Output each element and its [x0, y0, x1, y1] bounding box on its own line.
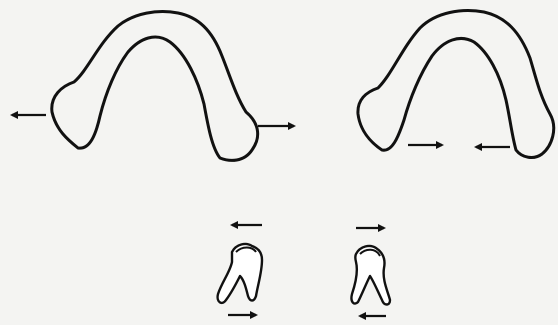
left-arch [12, 12, 294, 161]
right-arch [358, 11, 554, 158]
right-arch-outline [358, 11, 554, 158]
left-tooth-outline [218, 244, 262, 303]
right-tooth [351, 228, 390, 316]
left-tooth [218, 225, 262, 315]
left-arch-outline [52, 12, 258, 161]
right-tooth-outline [351, 246, 390, 305]
